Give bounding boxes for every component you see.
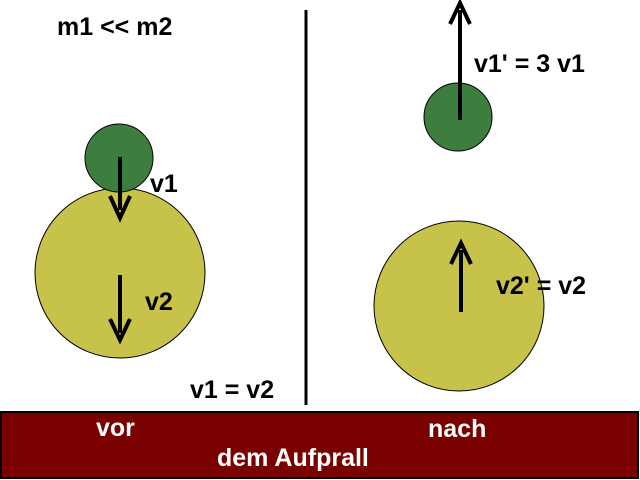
velocity-equality-label: v1 = v2 xyxy=(190,376,274,404)
bar-caption: dem Aufprall xyxy=(217,444,369,472)
arrow-v1-before xyxy=(108,157,132,223)
arrow-v2-after xyxy=(449,238,473,312)
arrow-v2-before xyxy=(108,275,132,345)
bottom-bar xyxy=(0,411,639,479)
bar-label-before: vor xyxy=(96,414,135,442)
v2-label-before: v2 xyxy=(145,288,173,316)
mass-relation-label: m1 << m2 xyxy=(57,13,172,41)
v1-prime-label: v1' = 3 v1 xyxy=(474,50,585,78)
arrow-v1-after xyxy=(448,0,472,120)
v1-label-before: v1 xyxy=(150,170,178,198)
bar-label-after: nach xyxy=(428,415,486,443)
v2-prime-label: v2' = v2 xyxy=(496,272,586,300)
